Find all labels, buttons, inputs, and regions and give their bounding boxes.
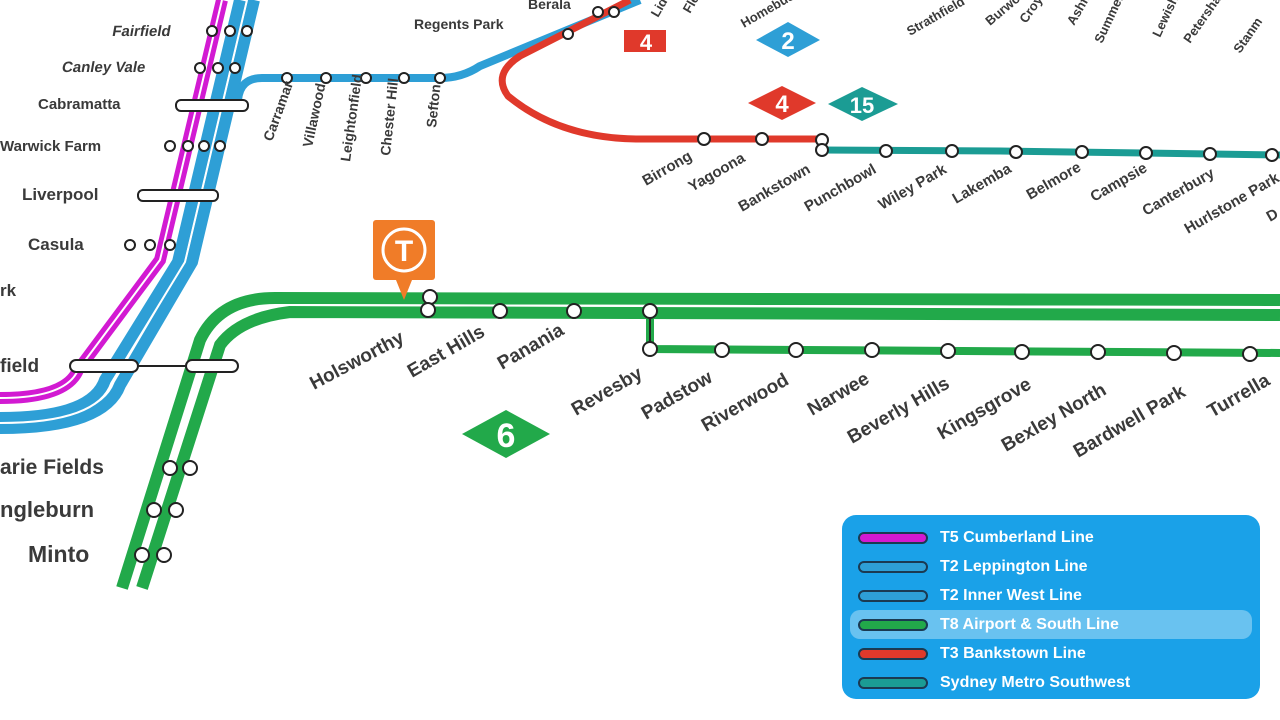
stops-bankstown [697, 132, 1279, 162]
station-narwee: Narwee [804, 368, 873, 420]
legend-swatch [858, 560, 928, 573]
stops-airport [420, 289, 1258, 362]
station-stanmore: Stanm [1230, 15, 1265, 56]
station-fairfield: Fairfield [111, 23, 172, 40]
station-cabramatta: Cabramatta [38, 96, 121, 113]
legend-label: Sydney Metro Southwest [940, 673, 1131, 691]
station-macquarie-fields: arie Fields [0, 456, 104, 479]
legend-swatch [858, 676, 928, 689]
station-summer-hill: Summer Hill [1091, 0, 1137, 45]
line-6-label: 6 [497, 417, 516, 455]
station-leightonfield: Leightonfield [337, 73, 365, 162]
station-partial-rk: rk [0, 281, 17, 300]
t3-bankstown-line [498, 0, 820, 143]
legend-item-t8[interactable]: T8 Airport & South Line [850, 610, 1252, 639]
line-2-label: 2 [781, 28, 794, 55]
line-4-badge-top: 4 [624, 30, 666, 55]
station-croydon: Croydon [1016, 0, 1059, 26]
station-belmore: Belmore [1024, 159, 1084, 204]
legend-swatch [858, 618, 928, 631]
legend-item-t2-leppington[interactable]: T2 Leppington Line [850, 552, 1252, 581]
station-villawood: Villawood [299, 82, 328, 149]
station-punchbowl: Punchbowl [802, 161, 880, 216]
station-ingleburn: ngleburn [0, 497, 94, 522]
station-yagoona: Yagoona [686, 149, 749, 195]
station-ashfield: Ashfield [1064, 0, 1103, 28]
legend-swatch [858, 589, 928, 602]
legend-label: T8 Airport & South Line [940, 615, 1119, 633]
line-4-top-label: 4 [640, 30, 653, 55]
station-flemington: Fle [680, 0, 702, 16]
legend-swatch [858, 647, 928, 660]
station-carramar: Carramar [260, 79, 297, 143]
station-wiley-park: Wiley Park [876, 161, 951, 214]
legend-label: T2 Leppington Line [940, 557, 1088, 575]
line-4-badge-mid: 4 [748, 86, 816, 120]
station-partial-d: D [1264, 205, 1280, 225]
station-canley-vale: Canley Vale [61, 59, 147, 76]
legend-swatch [858, 531, 928, 544]
station-petersham: Petersham [1180, 0, 1230, 46]
station-casula: Casula [28, 235, 84, 254]
t-station-marker: T [373, 220, 435, 300]
station-minto: Minto [28, 541, 89, 567]
legend-item-t2-inner-west[interactable]: T2 Inner West Line [850, 581, 1252, 610]
station-liverpool: Liverpool [22, 185, 99, 204]
legend-item-metro[interactable]: Sydney Metro Southwest [850, 668, 1252, 697]
stops-left [69, 25, 253, 563]
station-strathfield: Strathfield [904, 0, 967, 39]
station-revesby: Revesby [568, 363, 647, 420]
t2-leppington-line [0, 0, 246, 424]
station-turrella: Turrella [1204, 370, 1274, 423]
station-holsworthy: Holsworthy [306, 327, 408, 394]
t-marker-label: T [395, 235, 413, 268]
station-lakemba: Lakemba [950, 160, 1015, 208]
legend-label: T3 Bankstown Line [940, 644, 1086, 662]
stops-leppington [281, 6, 620, 84]
line-6-badge: 6 [462, 410, 550, 458]
station-lidcombe: Lidc [648, 0, 674, 20]
line-15-label: 15 [850, 93, 874, 118]
station-panania: Panania [494, 319, 568, 374]
legend-label: T5 Cumberland Line [940, 528, 1094, 546]
station-sefton: Sefton [423, 83, 443, 128]
legend-item-t3[interactable]: T3 Bankstown Line [850, 639, 1252, 668]
station-partial-field: field [0, 356, 39, 377]
station-east-hills: East Hills [404, 321, 489, 382]
station-bankstown: Bankstown [736, 161, 814, 216]
station-regents-park: Regents Park [414, 16, 504, 32]
station-campsie: Campsie [1088, 159, 1151, 205]
line-2-badge: 2 [756, 22, 820, 57]
station-warwick-farm: Warwick Farm [0, 138, 101, 155]
legend-label: T2 Inner West Line [940, 586, 1082, 604]
line-legend: T5 Cumberland Line T2 Leppington Line T2… [842, 515, 1260, 699]
t8-airport-south-line [116, 291, 1280, 590]
line-15-badge: 15 [828, 87, 898, 121]
station-berala: Berala [528, 0, 571, 12]
line-4-mid-label: 4 [775, 91, 789, 118]
legend-item-t5[interactable]: T5 Cumberland Line [850, 523, 1252, 552]
station-chester-hill: Chester Hill [377, 77, 401, 156]
